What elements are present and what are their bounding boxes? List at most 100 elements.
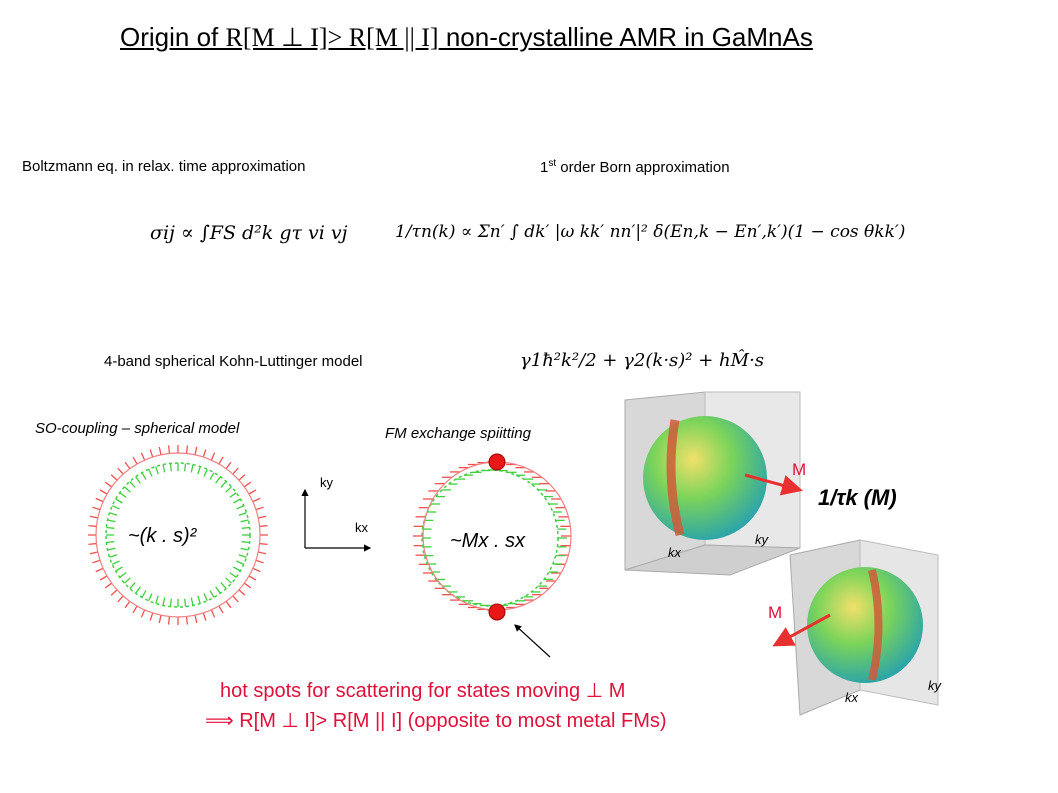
tau-k-label: 1/τk (M): [818, 485, 897, 510]
so-green-arrow: [111, 560, 120, 565]
kl-formula: γ1ħ²k²/2 + γ2(k·s)² + hM̂·s: [520, 350, 765, 371]
so-red-arrow: [252, 567, 261, 573]
so-green-arrow: [111, 505, 120, 510]
so-green-arrow: [119, 492, 127, 498]
so-green-arrow: [236, 505, 245, 510]
so-red-arrow: [132, 456, 138, 465]
so-green-arrow: [162, 464, 166, 473]
so-green-arrow: [240, 547, 249, 551]
so-green-arrow: [215, 476, 221, 484]
so-green-arrow: [162, 597, 166, 606]
so-green-arrow: [115, 566, 123, 572]
so-red-arrow: [117, 467, 124, 475]
page-title: Origin of R[M ⊥ I]> R[M || I] non-crysta…: [120, 22, 813, 52]
so-red-arrow: [258, 551, 267, 555]
so-red-arrow: [238, 589, 246, 596]
fm-exchange-diagram: [413, 453, 572, 621]
so-red-arrow: [132, 605, 138, 614]
so-red-arrow: [218, 605, 224, 614]
so-red-arrow: [149, 449, 154, 458]
m-label-2: M: [768, 603, 783, 622]
so-green-arrow: [124, 486, 131, 493]
so-green-arrow: [203, 468, 208, 477]
so-green-arrow: [190, 597, 194, 606]
so-red-arrow: [140, 452, 146, 461]
so-red-arrow: [259, 542, 268, 546]
so-red-arrow: [95, 567, 104, 573]
so-red-arrow: [140, 609, 146, 618]
fm-inner-circle: [421, 469, 559, 607]
so-red-arrow: [104, 582, 113, 589]
so-green-arrow: [129, 582, 136, 589]
hot-spot-top: [488, 453, 506, 471]
sphere2-kx-label: kx: [845, 690, 858, 705]
so-red-arrow: [88, 524, 97, 528]
so-green-arrow: [141, 472, 147, 480]
sphere1-kx-label: kx: [668, 545, 681, 560]
m-arrow-1: [744, 473, 803, 496]
so-red-arrow: [232, 467, 239, 475]
so-red-arrow: [243, 582, 252, 589]
so-green-arrow: [135, 476, 141, 484]
so-green-arrow: [209, 590, 215, 598]
so-green-arrow: [155, 466, 159, 475]
so-green-arrow: [141, 590, 147, 598]
so-green-arrow: [220, 481, 227, 488]
so-red-arrow: [225, 600, 232, 609]
so-green-arrow: [233, 566, 241, 572]
so-green-arrow: [169, 463, 172, 472]
so-red-arrow: [92, 506, 101, 511]
hot-spot-pointer: [514, 624, 551, 658]
so-inner-circle: [105, 462, 251, 608]
ky-label: ky: [320, 475, 333, 490]
so-red-arrow: [110, 474, 118, 481]
so-green-arrow: [215, 586, 221, 594]
hot-spots-text: hot spots for scattering for states movi…: [220, 680, 626, 702]
so-green-arrow: [238, 512, 247, 516]
so-coupling-diagram: [88, 445, 268, 625]
so-red-arrow: [167, 445, 171, 454]
so-green-arrow: [240, 519, 249, 523]
so-green-arrow: [209, 472, 215, 480]
so-red-arrow: [167, 616, 171, 625]
kohn-luttinger-label: 4-band spherical Kohn-Luttinger model: [104, 353, 363, 370]
so-red-arrow: [232, 595, 239, 603]
so-red-arrow: [117, 595, 124, 603]
so-green-arrow: [169, 598, 172, 607]
so-red-arrow: [194, 615, 198, 624]
so-red-arrow: [104, 481, 113, 488]
so-red-arrow: [243, 481, 252, 488]
so-green-arrow: [148, 593, 153, 602]
k-axes: [301, 488, 372, 552]
so-red-arrow: [255, 506, 264, 511]
so-red-arrow: [158, 615, 162, 624]
conclusion-text: ⟹ R[M ⊥ I]> R[M || I] (opposite to most …: [205, 710, 667, 732]
ks-label: ~(k . s)²: [128, 525, 197, 547]
so-green-arrow: [220, 582, 227, 589]
so-green-arrow: [233, 498, 241, 504]
so-red-arrow: [248, 489, 257, 495]
so-green-arrow: [184, 598, 187, 607]
so-red-arrow: [110, 589, 118, 596]
so-red-arrow: [194, 446, 198, 455]
sphere-2: [807, 567, 923, 683]
so-red-arrow: [95, 497, 104, 503]
so-red-arrow: [218, 456, 224, 465]
so-red-arrow: [185, 445, 189, 454]
so-green-arrow: [148, 468, 153, 477]
sphere-1: [643, 416, 767, 540]
boltzmann-label: Boltzmann eq. in relax. time approximati…: [22, 158, 306, 175]
so-green-arrow: [107, 519, 116, 523]
so-green-arrow: [184, 463, 187, 472]
fermi-sphere-2: [772, 539, 939, 716]
so-green-arrow: [241, 541, 250, 544]
so-red-arrow: [202, 612, 207, 621]
so-red-arrow: [149, 612, 154, 621]
so-green-arrow: [109, 554, 118, 558]
so-red-arrow: [210, 609, 216, 618]
fermi-sphere-1: [624, 391, 803, 576]
so-green-arrow: [129, 481, 136, 488]
so-green-arrow: [225, 486, 232, 493]
so-red-arrow: [210, 452, 216, 461]
